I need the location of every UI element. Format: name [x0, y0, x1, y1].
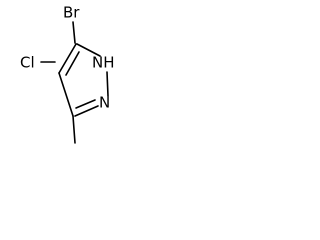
atom-label-chlorine: Cl — [20, 54, 35, 72]
bond-c4-c5 — [58, 43, 77, 74]
atom-label-n: N — [99, 94, 110, 112]
bond-c3-methyl — [72, 115, 76, 144]
atom-label-nh: NH — [92, 54, 115, 72]
bond-n1-n2 — [106, 71, 109, 97]
bond-c4-c5-inner — [65, 51, 80, 76]
atom-label-bromine: Br — [63, 4, 80, 22]
bond-n2-c3 — [74, 105, 99, 117]
bond-c3-c4 — [58, 72, 74, 117]
bond-br-c5 — [72, 21, 76, 44]
bond-n2-c3-inner — [75, 99, 96, 109]
bond-c5-n1 — [76, 43, 101, 57]
structure-diagram: Br Cl NH N — [20, 4, 115, 144]
